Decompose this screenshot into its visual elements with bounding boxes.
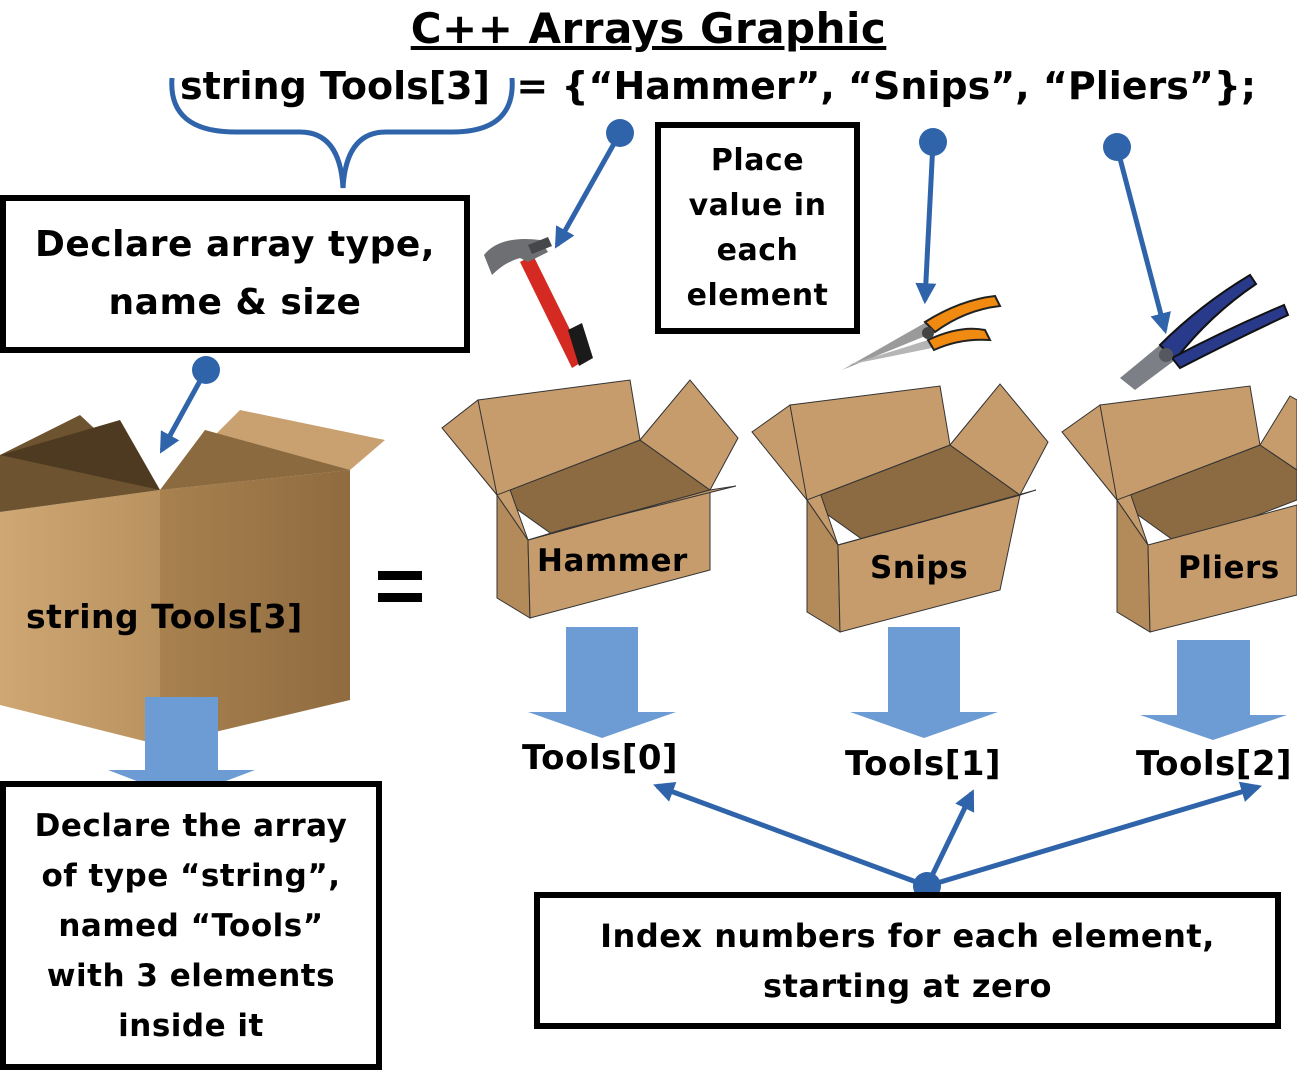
place-value-line-2: value in: [688, 188, 827, 223]
down-arrow-big-box: [108, 697, 255, 798]
declare-box-line-1: Declare array type,: [35, 224, 435, 265]
pliers-icon: [1120, 273, 1290, 390]
code-line: string Tools[3] = {“Hammer”, “Snips”, “P…: [180, 64, 1257, 108]
hammer-icon: [484, 237, 593, 368]
element-box-0: [441, 379, 739, 619]
down-arrow-2: [1140, 640, 1287, 740]
element-box-2: [1061, 385, 1297, 633]
place-value-line-3: each: [716, 233, 799, 268]
connector-index-0: [653, 781, 928, 889]
diagram-title: C++ Arrays Graphic: [410, 4, 887, 53]
dot-snips: [919, 128, 947, 156]
declare-type-name-size-box: Declare array type, name & size: [0, 195, 470, 353]
dot-pliers: [1103, 133, 1131, 161]
down-arrow-0: [528, 627, 676, 738]
place-value-line-4: element: [686, 278, 829, 313]
equals-bar-bottom: [378, 593, 422, 602]
index-label-2: Tools[2]: [1136, 744, 1293, 784]
element-value-0: Hammer: [537, 543, 688, 579]
curly-brace: [169, 77, 515, 189]
connector-snips: [915, 141, 937, 305]
index-numbers-box: Index numbers for each element, starting…: [534, 892, 1281, 1029]
index-label-1: Tools[1]: [845, 744, 1002, 784]
index-numbers-line-2: starting at zero: [763, 966, 1052, 1005]
index-label-0: Tools[0]: [522, 738, 679, 778]
snips-icon: [842, 294, 1002, 370]
index-numbers-line-1: Index numbers for each element,: [600, 916, 1215, 955]
place-value-box: Place value in each element: [655, 122, 860, 334]
declare-array-line-2: of type “string”,: [41, 857, 341, 894]
connector-pliers: [1114, 146, 1171, 335]
element-value-2: Pliers: [1178, 550, 1280, 586]
connector-index-2: [926, 781, 1263, 889]
element-box-1: [751, 383, 1049, 633]
dot-declare: [192, 356, 220, 384]
declare-array-line-3: named “Tools”: [58, 907, 324, 944]
dot-hammer: [606, 119, 634, 147]
equals-bar-top: [378, 571, 422, 580]
declare-array-line-4: with 3 elements: [46, 957, 336, 994]
connector-hammer: [554, 131, 623, 249]
place-value-line-1: Place: [710, 143, 805, 178]
big-box-illustration: [0, 410, 385, 745]
declare-array-line-5: inside it: [118, 1007, 264, 1044]
connector-index-1: [924, 789, 975, 888]
declare-array-explanation-box: Declare the array of type “string”, name…: [0, 781, 382, 1070]
declare-array-line-1: Declare the array: [34, 807, 348, 844]
connector-declare-to-box: [159, 368, 209, 454]
element-value-1: Snips: [870, 550, 969, 586]
big-box-label: string Tools[3]: [26, 597, 303, 636]
declare-box-line-2: name & size: [108, 282, 362, 323]
down-arrow-1: [850, 627, 998, 738]
